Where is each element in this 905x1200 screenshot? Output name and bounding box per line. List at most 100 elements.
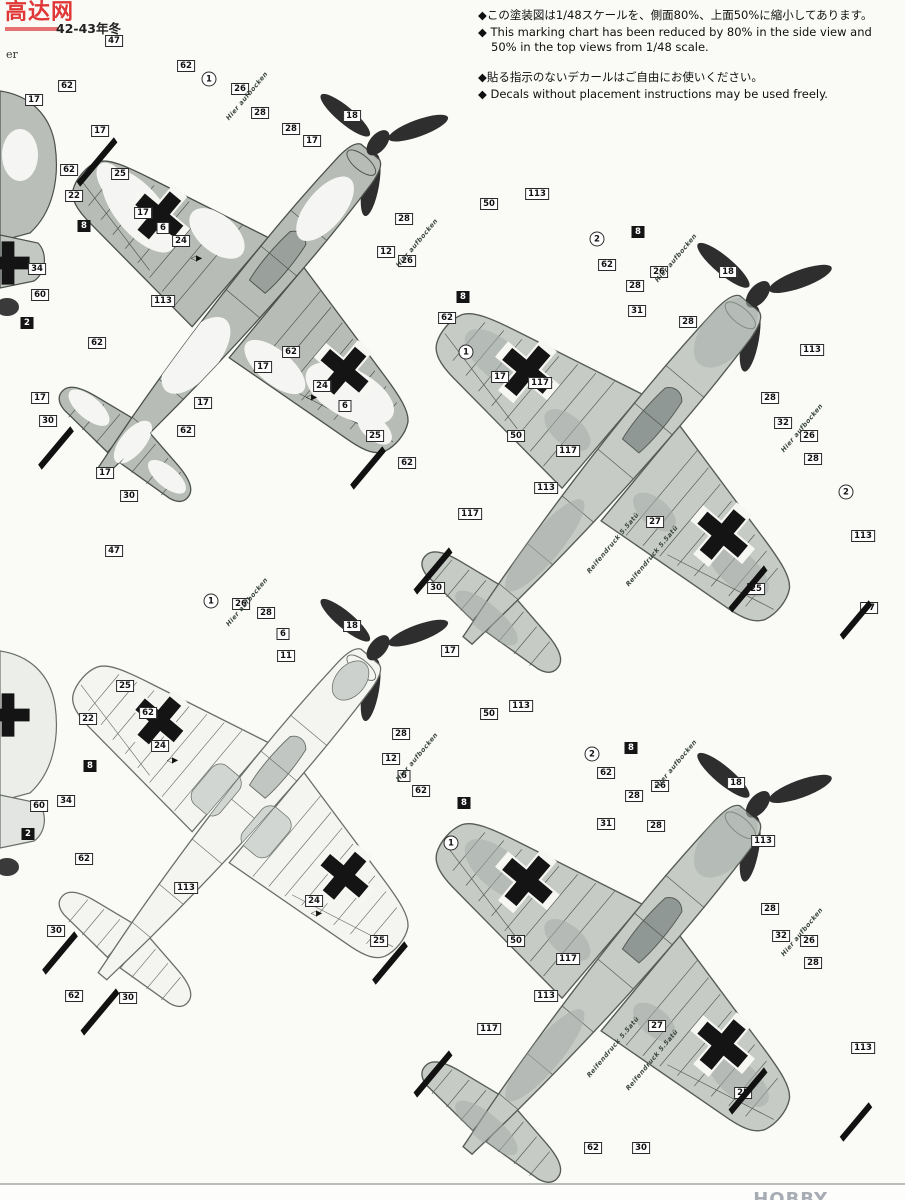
decal-callout-47: 47: [105, 545, 123, 557]
decal-callout-28: 28: [679, 316, 697, 328]
decal-callout-27: 27: [648, 1020, 666, 1032]
decal-callout-17: 17: [134, 207, 152, 219]
decal-callout-8: 8: [457, 797, 471, 809]
decal-callout-113: 113: [534, 990, 558, 1002]
decal-callout-62: 62: [75, 853, 93, 865]
decal-callout-28: 28: [804, 453, 822, 465]
decal-callout-28: 28: [282, 123, 300, 135]
decal-callout-62: 62: [139, 707, 157, 719]
caption-fragment-er: er: [6, 48, 18, 61]
decal-callout-2: 2: [20, 317, 34, 329]
decal-callout-25: 25: [116, 680, 134, 692]
aircraft-top-view-gray-2: [253, 639, 905, 1200]
decal-callout-62: 62: [65, 990, 83, 1002]
decal-callout-47: 47: [105, 35, 123, 47]
decal-callout-8: 8: [77, 220, 91, 232]
decal-callout-25: 25: [111, 168, 129, 180]
decal-callout-17: 17: [303, 135, 321, 147]
decal-callout-26: 26: [651, 780, 669, 792]
decal-callout-26: 26: [800, 935, 818, 947]
decal-callout-6: 6: [397, 770, 411, 782]
decal-callout-31: 31: [597, 818, 615, 830]
decal-callout-17: 17: [25, 94, 43, 106]
decal-callout-17: 17: [194, 397, 212, 409]
hobby-search-text: HOBBY SEARCH: [753, 1189, 829, 1200]
note-jp-scale: ◆この塗装図は1/48スケールを、側面80%、上面50%に縮小してあります。: [478, 8, 873, 22]
decal-callout-8: 8: [83, 760, 97, 772]
aircraft-fragment-bottom: [0, 650, 58, 876]
hobby-search-watermark: HOBBY SEARCH: [733, 1189, 905, 1200]
decal-callout-117: 117: [556, 953, 580, 965]
footer-rule: [0, 1183, 905, 1185]
red-watermark-text: 高达网: [5, 0, 75, 25]
decal-callout-62: 62: [597, 767, 615, 779]
decal-callout-12: 12: [377, 246, 395, 258]
decal-callout-2: 2: [21, 828, 35, 840]
decal-callout-1: 1: [203, 593, 219, 609]
decal-callout-34: 34: [57, 795, 75, 807]
decal-callout-18: 18: [343, 110, 361, 122]
decal-callout-32: 32: [774, 417, 792, 429]
decal-callout-117: 117: [477, 1023, 501, 1035]
aircraft-top-view-gray-1: [253, 129, 905, 829]
decal-callout-2: 2: [584, 746, 600, 762]
decal-callout-17: 17: [31, 392, 49, 404]
note-jp-decals: ◆貼る指示のないデカールはご自由にお使いください。: [478, 69, 763, 84]
decal-callout-62: 62: [177, 60, 195, 72]
decal-callout-24: 24: [305, 895, 323, 907]
decal-callout-62: 62: [58, 80, 76, 92]
decal-callout-24: 24: [172, 235, 190, 247]
position-marker: ◁▶: [305, 392, 317, 402]
decal-callout-32: 32: [772, 930, 790, 942]
decal-callout-6: 6: [338, 400, 352, 412]
decal-callout-8: 8: [456, 291, 470, 303]
decal-callout-28: 28: [625, 790, 643, 802]
decal-callout-28: 28: [647, 820, 665, 832]
decal-callout-6: 6: [156, 222, 170, 234]
decal-callout-30: 30: [427, 582, 445, 594]
decal-callout-113: 113: [851, 1042, 875, 1054]
decal-callout-28: 28: [626, 280, 644, 292]
decal-callout-26: 26: [232, 598, 250, 610]
decal-callout-12: 12: [382, 753, 400, 765]
decal-callout-113: 113: [851, 530, 875, 542]
decal-callout-17: 17: [91, 125, 109, 137]
decal-callout-28: 28: [761, 903, 779, 915]
decal-callout-26: 26: [800, 430, 818, 442]
decal-callout-50: 50: [507, 935, 525, 947]
decal-callout-117: 117: [528, 377, 552, 389]
decal-callout-113: 113: [800, 344, 824, 356]
decal-callout-62: 62: [398, 457, 416, 469]
decal-callout-1: 1: [458, 344, 474, 360]
caption-fragment-winter: 42-43年冬: [56, 21, 121, 36]
decal-callout-1: 1: [201, 71, 217, 87]
decal-callout-17: 17: [254, 361, 272, 373]
decal-callout-18: 18: [727, 777, 745, 789]
decal-callout-26: 26: [650, 266, 668, 278]
decal-callout-113: 113: [534, 482, 558, 494]
decal-callout-113: 113: [751, 835, 775, 847]
decal-callout-113: 113: [174, 882, 198, 894]
decal-callout-26: 26: [398, 255, 416, 267]
decal-callout-1: 1: [443, 835, 459, 851]
decal-callout-25: 25: [370, 935, 388, 947]
position-marker: ◁▶: [190, 253, 202, 263]
decal-callout-24: 24: [151, 740, 169, 752]
decal-callout-62: 62: [598, 259, 616, 271]
footer-strip: [0, 1185, 905, 1200]
decal-callout-25: 25: [366, 430, 384, 442]
decal-callout-62: 62: [584, 1142, 602, 1154]
decal-callout-2: 2: [589, 231, 605, 247]
decal-callout-8: 8: [624, 742, 638, 754]
decal-callout-2: 2: [838, 484, 854, 500]
decal-callout-62: 62: [88, 337, 106, 349]
decal-callout-17: 17: [441, 645, 459, 657]
decal-callout-50: 50: [480, 708, 498, 720]
decal-callout-30: 30: [120, 490, 138, 502]
position-marker: ◁▶: [310, 908, 322, 918]
aircraft-bottom-view: [0, 473, 581, 1173]
decal-callout-28: 28: [392, 728, 410, 740]
decal-callout-22: 22: [79, 713, 97, 725]
decal-callout-30: 30: [39, 415, 57, 427]
